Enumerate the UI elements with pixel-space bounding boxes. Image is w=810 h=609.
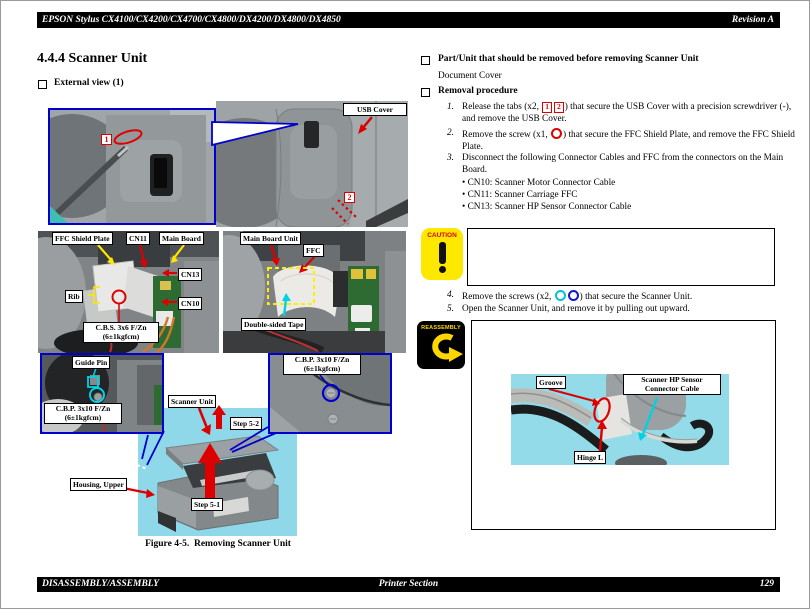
step-4-number: 4. bbox=[447, 290, 454, 300]
caution-icon: CAUTION bbox=[421, 228, 463, 280]
cn11-item: CN11: Scanner Carriage FFC bbox=[462, 190, 578, 200]
usb-tab-inset-art bbox=[50, 110, 214, 223]
step-2-text: Remove the screw (x1, ) that secure the … bbox=[462, 128, 798, 154]
caution-box bbox=[467, 228, 775, 286]
reassembly-icon: REASSEMBLY bbox=[417, 321, 465, 369]
cbs-screw-line2: (6±1kgfcm) bbox=[102, 331, 140, 341]
checkbox-icon bbox=[421, 56, 430, 65]
step-2-pre: Remove the screw (x1, bbox=[462, 130, 551, 140]
housing-upper-label: Housing, Upper bbox=[70, 478, 127, 491]
hp-sensor-cable-label: Scanner HP Sensor Connector Cable bbox=[623, 374, 721, 395]
cn10-item: CN10: Scanner Motor Connector Cable bbox=[462, 178, 616, 188]
cbp-left-label: C.B.P. 3x10 F/Zn (6±1kgfcm) bbox=[44, 403, 122, 424]
main-board-label: Main Board bbox=[159, 232, 204, 245]
cbp-left-line2: (6±1kgfcm) bbox=[64, 412, 102, 422]
figure-4-5-caption: Figure 4-5. Removing Scanner Unit bbox=[145, 539, 291, 549]
cn13-item: CN13: Scanner HP Sensor Connector Cable bbox=[462, 202, 632, 212]
step-1-pre: Release the tabs (x2, bbox=[462, 102, 542, 112]
exclamation-dot-icon bbox=[438, 266, 446, 273]
cbs-screw-label: C.B.S. 3x6 F/Zn (6±1kgfcm) bbox=[83, 322, 159, 343]
step-5-1-label: Step 5-1 bbox=[191, 498, 224, 511]
step-5-number: 5. bbox=[447, 304, 454, 314]
step-4-pre: Remove the screws (x2, bbox=[462, 292, 554, 302]
step-2-number: 2. bbox=[447, 128, 454, 138]
cbp-left-line1: C.B.P. 3x10 F/Zn bbox=[55, 404, 111, 413]
exclamation-icon bbox=[438, 242, 446, 264]
footer-page-number: 129 bbox=[759, 579, 774, 589]
step-2-post: ) that secure the FFC Shield Plate, and … bbox=[462, 130, 795, 152]
step-4-text: Remove the screws (x2, ) that secure the… bbox=[462, 290, 798, 304]
cbp-right-line2: (6±1kgfcm) bbox=[303, 363, 341, 373]
step-1-post: ) that secure the USB Cover with a preci… bbox=[462, 102, 792, 124]
main-board-unit-label: Main Board Unit bbox=[240, 232, 302, 245]
tab-marker-1-inline: 1 bbox=[542, 102, 553, 113]
removal-heading: Removal procedure bbox=[438, 86, 518, 96]
usb-cover-photo-art bbox=[216, 101, 408, 227]
footer-center: Printer Section bbox=[378, 579, 439, 589]
hp-sensor-line1: Scanner HP Sensor bbox=[641, 375, 703, 384]
part-unit-item: Document Cover bbox=[438, 71, 502, 81]
footer-bar: DISASSEMBLY/ASSEMBLY Printer Section 129 bbox=[37, 577, 780, 592]
screw-marker-blue-icon bbox=[567, 290, 579, 301]
caution-label: CAUTION bbox=[427, 232, 457, 239]
hp-sensor-line2: Connector Cable bbox=[644, 383, 700, 393]
hinge-l-label: Hinge L bbox=[574, 451, 607, 464]
scanner-unit-label: Scanner Unit bbox=[168, 395, 217, 408]
page-title: 4.4.4 Scanner Unit bbox=[37, 51, 148, 66]
guide-pin-label: Guide Pin bbox=[72, 356, 111, 369]
step-3-text: Disconnect the following Connector Cable… bbox=[462, 153, 784, 175]
header-title: EPSON Stylus CX4100/CX4200/CX4700/CX4800… bbox=[42, 15, 341, 25]
step-5-text: Open the Scanner Unit, and remove it by … bbox=[462, 304, 690, 314]
reassembly-arrow-icon bbox=[432, 333, 463, 362]
screw-marker-cyan-icon bbox=[554, 290, 566, 301]
tab-marker-2: 2 bbox=[344, 192, 355, 203]
external-view-heading: External view (1) bbox=[54, 78, 124, 88]
cn11-label: CN11 bbox=[126, 232, 150, 245]
cbp-right-line1: C.B.P. 3x10 F/Zn bbox=[294, 355, 350, 364]
usb-cover-label: USB Cover bbox=[343, 103, 407, 116]
step-5-2-label: Step 5-2 bbox=[230, 417, 263, 430]
double-sided-tape-label: Double-sided Tape bbox=[241, 318, 307, 331]
tab-marker-2-inline: 2 bbox=[554, 102, 564, 113]
screw-marker-red-icon bbox=[551, 128, 563, 139]
tab-marker-1: 1 bbox=[101, 134, 112, 145]
ffc-label: FFC bbox=[303, 244, 324, 257]
rib-label: Rib bbox=[65, 290, 83, 303]
step-1-number: 1. bbox=[447, 102, 454, 112]
usb-tab-inset-photo bbox=[48, 108, 216, 225]
checkbox-icon bbox=[421, 88, 430, 97]
cn10-label: CN10 bbox=[178, 297, 203, 310]
ffc-shield-plate-label: FFC Shield Plate bbox=[52, 232, 113, 245]
checkbox-icon bbox=[38, 80, 47, 89]
footer-left: DISASSEMBLY/ASSEMBLY bbox=[42, 579, 160, 589]
header-revision: Revision A bbox=[731, 15, 774, 25]
usb-cover-photo bbox=[216, 101, 408, 227]
cbs-screw-line1: C.B.S. 3x6 F/Zn bbox=[95, 323, 147, 332]
cbp-right-label: C.B.P. 3x10 F/Zn (6±1kgfcm) bbox=[283, 354, 361, 375]
header-bar: EPSON Stylus CX4100/CX4200/CX4700/CX4800… bbox=[37, 12, 780, 28]
part-unit-heading: Part/Unit that should be removed before … bbox=[438, 54, 699, 64]
groove-label: Groove bbox=[536, 376, 566, 389]
reassembly-label: REASSEMBLY bbox=[421, 325, 461, 331]
step-3-number: 3. bbox=[447, 153, 454, 163]
cn13-label: CN13 bbox=[178, 268, 203, 281]
step-4-post: ) that secure the Scanner Unit. bbox=[579, 292, 693, 302]
